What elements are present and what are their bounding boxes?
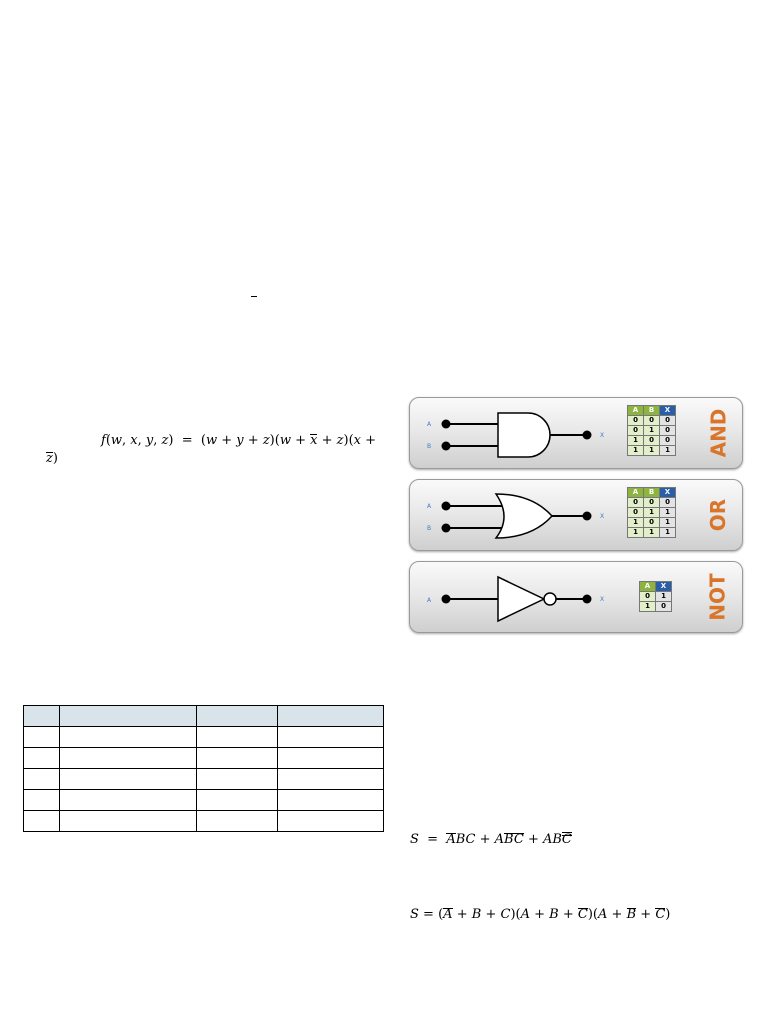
tt-header: X [655, 581, 672, 592]
not-gate-diagram: A X [427, 575, 604, 623]
stray-overbar-mark [251, 296, 257, 297]
table-cell [23, 810, 60, 832]
tt-cell: 1 [659, 517, 676, 528]
sop-equation: S = ABC + ABC + ABC [410, 832, 572, 847]
table-cell [196, 768, 278, 790]
tt-cell: 0 [627, 507, 644, 518]
tt-cell: 0 [627, 415, 644, 426]
tt-cell: 0 [659, 435, 676, 446]
tt-cell: 1 [643, 445, 660, 456]
table-row [23, 810, 384, 832]
table-cell [23, 789, 60, 811]
table-header-cell [23, 705, 60, 727]
inversion-bubble-icon [543, 592, 557, 606]
tt-cell: 0 [659, 497, 676, 508]
table-cell [196, 810, 278, 832]
or-gate-title: OR [706, 498, 730, 532]
table-row [23, 747, 384, 769]
table-cell [59, 726, 197, 748]
tt-cell: 0 [643, 415, 660, 426]
function-equation-line1: f(w, x, y, z) = (w + y + z)(w + x + z)(x… [101, 433, 377, 448]
tt-cell: 1 [643, 425, 660, 436]
tt-header: X [659, 405, 676, 416]
table-header-cell [59, 705, 197, 727]
tt-cell: 1 [659, 445, 676, 456]
table-header-cell [277, 705, 384, 727]
tt-header: X [659, 487, 676, 498]
tt-cell: 1 [627, 517, 644, 528]
pos-equation: S = (A + B + C)(A + B + C)(A + B + C) [410, 907, 671, 922]
tt-cell: 0 [659, 425, 676, 436]
tt-header: A [627, 487, 644, 498]
tt-cell: 0 [659, 415, 676, 426]
tt-cell: 0 [643, 517, 660, 528]
table-cell [23, 726, 60, 748]
table-cell [277, 810, 384, 832]
tt-cell: 0 [627, 425, 644, 436]
or-gate-icon [494, 493, 554, 539]
or-output-label: X [600, 513, 604, 520]
not-gate-icon [497, 575, 546, 623]
table-cell [277, 726, 384, 748]
or-input-a-label: A [427, 503, 432, 510]
tt-cell: 1 [643, 527, 660, 538]
tt-header: A [627, 405, 644, 416]
tt-cell: 1 [659, 527, 676, 538]
tt-cell: 0 [627, 497, 644, 508]
empty-table [23, 705, 384, 832]
tt-cell: 0 [643, 497, 660, 508]
table-cell [277, 789, 384, 811]
and-output-label: X [600, 432, 604, 439]
and-input-a-label: A [427, 421, 432, 428]
tt-cell: 0 [655, 601, 672, 612]
table-cell [196, 747, 278, 769]
and-input-b-label: B [427, 443, 431, 450]
tt-header: A [639, 581, 656, 592]
table-cell [59, 789, 197, 811]
not-output-label: X [600, 596, 604, 603]
table-header-cell [196, 705, 278, 727]
and-gate-title: AND [706, 408, 731, 458]
table-row [23, 789, 384, 811]
tt-cell: 1 [639, 601, 656, 612]
tt-cell: 1 [655, 591, 672, 602]
table-cell [59, 768, 197, 790]
or-gate-diagram: A B X [427, 493, 604, 539]
table-cell [196, 726, 278, 748]
tt-cell: 0 [639, 591, 656, 602]
tt-cell: 1 [627, 527, 644, 538]
function-equation-line2: z) [46, 451, 58, 466]
table-row [23, 768, 384, 790]
table-cell [59, 747, 197, 769]
tt-cell: 1 [627, 445, 644, 456]
and-gate-diagram: A B X [427, 412, 604, 458]
or-input-b-label: B [427, 525, 431, 532]
table-header-row [23, 705, 384, 727]
tt-cell: 0 [643, 435, 660, 446]
table-cell [23, 768, 60, 790]
not-gate-title: NOT [706, 573, 731, 621]
tt-cell: 1 [659, 507, 676, 518]
not-input-label: A [427, 597, 432, 604]
tt-cell: 1 [643, 507, 660, 518]
tt-header: B [643, 487, 660, 498]
table-cell [277, 747, 384, 769]
tt-header: B [643, 405, 660, 416]
table-cell [196, 789, 278, 811]
table-cell [23, 747, 60, 769]
table-cell [277, 768, 384, 790]
table-row [23, 726, 384, 748]
and-gate-icon [497, 412, 551, 458]
table-cell [59, 810, 197, 832]
tt-cell: 1 [627, 435, 644, 446]
